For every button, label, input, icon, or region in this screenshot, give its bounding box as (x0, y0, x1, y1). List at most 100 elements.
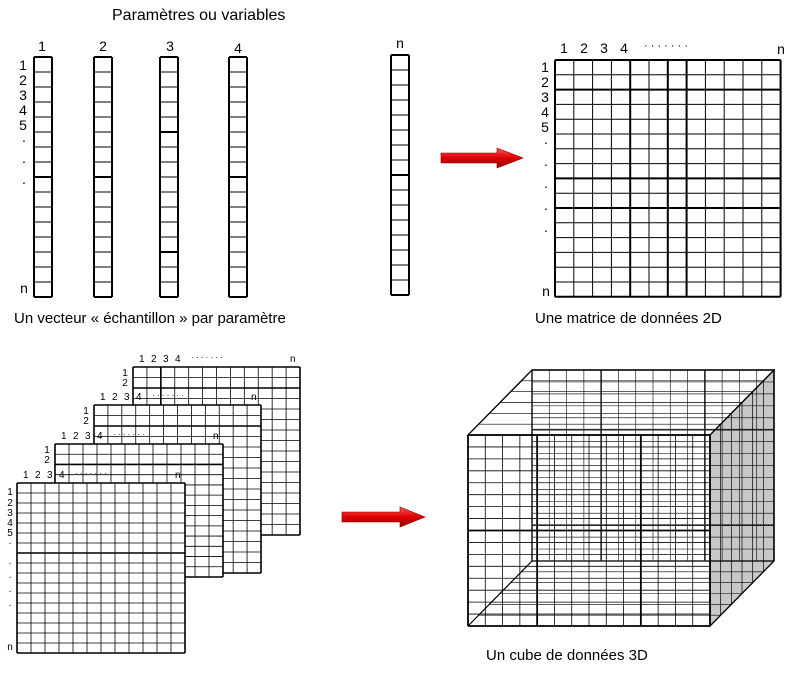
stack-row-label: · (8, 572, 11, 583)
stack-col-label: 4 (175, 354, 181, 365)
stack-row-label: · (8, 600, 11, 611)
vector-row-labels: 1 2 3 4 5 · · · n (19, 57, 28, 296)
matrix-row-label: 1 (541, 59, 549, 75)
matrix-col-label: 3 (600, 40, 608, 56)
stack-col-label: n (251, 392, 257, 403)
matrix-col-ellipsis: · · · · · · · (644, 40, 688, 52)
stack-row-label: 2 (44, 455, 50, 466)
vector-row-label: · (22, 153, 27, 169)
vector-row-label: n (20, 280, 28, 296)
stack-row-label: · (8, 558, 11, 569)
transform-arrow-2d (440, 147, 524, 169)
cube-front-face (467, 434, 711, 627)
stack-row-label: 3 (7, 508, 13, 519)
matrix-row-label: · (544, 222, 549, 238)
vectors-caption: Un vecteur « échantillon » par paramètre (14, 310, 286, 327)
stack-row-label: 1 (44, 445, 50, 456)
vector-col-label: 3 (166, 38, 174, 54)
stack-col-label: 3 (163, 354, 169, 365)
stack-row-label: 2 (83, 416, 89, 427)
stack-col-label: 3 (85, 431, 91, 442)
matrix-row-label: · (544, 200, 549, 216)
stack-col-label: 1 (139, 354, 145, 365)
stack-col-ellipsis: · · · · · · · (75, 469, 107, 478)
stack-row-label: 4 (7, 518, 13, 529)
cube-back-face (531, 369, 775, 562)
vector-col-label: 1 (38, 38, 46, 54)
sample-vector (33, 56, 53, 298)
matrix-col-label: 2 (580, 40, 588, 56)
sample-vector (159, 56, 179, 298)
stack-row-label: 5 (7, 528, 13, 539)
data-cube-3d (466, 368, 776, 628)
matrix-row-label: · (544, 134, 549, 150)
stack-col-label: 4 (97, 431, 103, 442)
stack-col-label: 1 (23, 470, 29, 481)
matrix-column-labels: 1 2 3 4 · · · · · · · n (560, 40, 785, 57)
sample-vector (93, 56, 113, 298)
stack-col-label: 3 (124, 392, 130, 403)
vector-col-label: 2 (99, 38, 107, 54)
vector-row-label: · (22, 132, 27, 148)
stack-row-label: 1 (7, 487, 13, 498)
matrix-2d-grid (554, 59, 782, 298)
vector-row-label: 5 (19, 117, 27, 133)
stack-col-label: 1 (61, 431, 67, 442)
sample-vectors: 1 2 3 4 n 1 2 3 4 5 · · · n (19, 35, 410, 298)
matrix-row-label: 2 (541, 74, 549, 90)
transform-arrow-3d (341, 506, 426, 528)
vector-columns (33, 54, 410, 298)
matrix-row-label: 3 (541, 89, 549, 105)
stack-col-label: 4 (59, 470, 65, 481)
stack-col-label: 2 (73, 431, 79, 442)
matrix-col-label: n (777, 41, 785, 57)
matrix-col-label: 4 (620, 40, 628, 56)
stack-col-ellipsis: · · · · · · · (191, 353, 223, 362)
matrix-row-label: 4 (541, 104, 549, 120)
data-matrix-2d: 1 2 3 4 · · · · · · · n 1 2 3 4 5 · · · … (541, 40, 785, 299)
stack-row-label: · (8, 586, 11, 597)
stack-col-label: 2 (112, 392, 118, 403)
cube-3d-caption: Un cube de données 3D (486, 647, 648, 664)
cube-edge (467, 369, 533, 436)
stack-row-label: 2 (122, 378, 128, 389)
vector-row-label: · (22, 174, 27, 190)
stack-col-label: n (213, 431, 219, 442)
stack-col-label: 3 (47, 470, 53, 481)
vector-row-label: 4 (19, 102, 27, 118)
matrix-row-label: 5 (541, 119, 549, 135)
diagram-title: Paramètres ou variables (112, 7, 286, 24)
stack-col-ellipsis: · · · · · · · (152, 391, 184, 400)
stack-row-label: · (8, 538, 11, 549)
matrix-row-labels: 1 2 3 4 5 · · · · · n (541, 59, 550, 299)
stack-col-label: n (175, 470, 181, 481)
stack-col-label: 2 (35, 470, 41, 481)
vector-row-label: 3 (19, 87, 27, 103)
vector-column-labels: 1 2 3 4 n (38, 35, 404, 56)
cube-edge (709, 369, 775, 436)
stack-row-label: 1 (122, 368, 128, 379)
stack-col-label: 4 (136, 392, 142, 403)
vector-col-label: n (396, 35, 404, 51)
sample-vector (228, 56, 248, 298)
matrix-row-label: n (542, 283, 550, 299)
stack-col-label: 2 (151, 354, 157, 365)
matrix-col-label: 1 (560, 40, 568, 56)
stack-row-label: n (7, 642, 13, 653)
vector-row-label: 2 (19, 72, 27, 88)
vector-row-label: 1 (19, 57, 27, 73)
matrix-row-label: · (544, 156, 549, 172)
sample-vector (390, 54, 410, 296)
stack-col-label: n (290, 354, 296, 365)
stack-row-label: 2 (7, 498, 13, 509)
vector-col-label: 4 (234, 40, 242, 56)
stack-row-label: 1 (83, 406, 89, 417)
stack-col-label: 1 (100, 392, 106, 403)
matrix-row-label: · (544, 178, 549, 194)
stack-col-ellipsis: · · · · · · · (113, 430, 145, 439)
matrix-2d-caption: Une matrice de données 2D (535, 310, 722, 327)
